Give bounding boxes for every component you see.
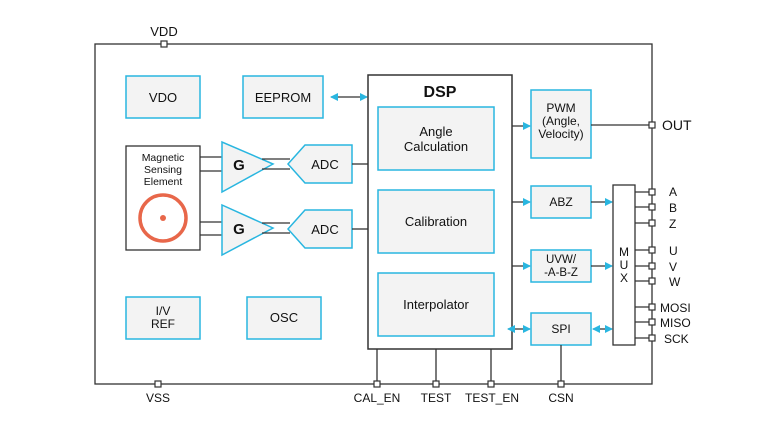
block-vdo xyxy=(125,75,201,119)
pin-label-out: OUT xyxy=(662,117,692,133)
sensor-label-3: Element xyxy=(144,176,183,188)
pin-label-cal-en: CAL_EN xyxy=(354,391,401,405)
block-iv-ref-label-1: I/V xyxy=(156,304,171,318)
block-abz-label: ABZ xyxy=(549,195,572,209)
block-iv-ref xyxy=(125,296,201,340)
pin-label-vdd: VDD xyxy=(150,24,177,39)
pin-label-w: W xyxy=(669,275,681,289)
mux-label-1: M xyxy=(619,245,629,259)
block-interpolator xyxy=(377,272,495,337)
pin-label-v: V xyxy=(669,260,677,274)
pin-label-csn: CSN xyxy=(548,391,573,405)
pwm-label-3: Velocity) xyxy=(538,127,583,141)
pin-label-u: U xyxy=(669,244,678,258)
block-angle-calculation xyxy=(377,106,495,171)
amplifier-2 xyxy=(221,203,275,257)
pin-label-sck: SCK xyxy=(664,332,689,346)
block-spi xyxy=(530,312,592,346)
pin-label-miso: MISO xyxy=(660,316,691,330)
block-pwm xyxy=(530,89,592,159)
pin-mosi xyxy=(648,303,656,311)
block-sensor xyxy=(125,145,201,251)
angle-calc-label-2: Calculation xyxy=(404,139,468,154)
block-adc-2-label: ADC xyxy=(311,222,338,237)
pin-a xyxy=(648,188,656,196)
pin-label-z: Z xyxy=(669,217,676,231)
angle-calc-label-1: Angle xyxy=(419,124,452,139)
uvw-label-2: -A-B-Z xyxy=(544,267,578,279)
block-abz xyxy=(530,185,592,219)
pin-label-test: TEST xyxy=(421,391,452,405)
pin-label-a: A xyxy=(669,185,677,199)
pin-test-en xyxy=(487,380,495,388)
amplifier-2-label: G xyxy=(233,221,245,238)
amplifier-1-label: G xyxy=(233,157,245,174)
pin-u xyxy=(648,246,656,254)
pin-label-mosi: MOSI xyxy=(660,301,691,315)
block-calibration-label: Calibration xyxy=(405,214,467,229)
block-adc-1-label: ADC xyxy=(311,157,338,172)
pwm-label-2: (Angle, xyxy=(542,114,580,128)
block-dsp-label: DSP xyxy=(424,84,457,101)
pin-w xyxy=(648,277,656,285)
block-vdo-label: VDO xyxy=(149,90,177,105)
pin-sck xyxy=(648,334,656,342)
pin-out xyxy=(648,121,656,129)
pin-b xyxy=(648,203,656,211)
pwm-label-1: PWM xyxy=(546,101,575,115)
block-eeprom-label: EEPROM xyxy=(255,90,311,105)
magnetic-field-dot-icon xyxy=(160,215,166,221)
block-uvw xyxy=(530,249,592,283)
block-spi-label: SPI xyxy=(551,322,570,336)
block-calibration xyxy=(377,189,495,254)
block-mux xyxy=(612,184,636,346)
block-eeprom xyxy=(242,75,324,119)
block-iv-ref-label-2: REF xyxy=(151,317,175,331)
pin-cal-en xyxy=(373,380,381,388)
mux-label-3: X xyxy=(620,271,628,285)
block-osc-label: OSC xyxy=(270,310,298,325)
pin-v xyxy=(648,262,656,270)
pin-label-test-en: TEST_EN xyxy=(465,391,519,405)
amplifier-1 xyxy=(221,140,275,194)
pin-vss xyxy=(154,380,162,388)
pin-csn xyxy=(557,380,565,388)
pin-vdd xyxy=(160,40,168,48)
uvw-label-1: UVW/ xyxy=(546,254,577,266)
pin-miso xyxy=(648,318,656,326)
sensor-label-2: Sensing xyxy=(144,164,182,176)
block-interpolator-label: Interpolator xyxy=(403,297,469,312)
pin-test xyxy=(432,380,440,388)
pin-label-b: B xyxy=(669,201,677,215)
mux-label-2: U xyxy=(620,258,629,272)
magnetic-field-icon xyxy=(138,193,188,243)
pin-z xyxy=(648,219,656,227)
sensor-label-1: Magnetic xyxy=(142,152,185,164)
block-osc xyxy=(246,296,322,340)
pin-label-vss: VSS xyxy=(146,391,170,405)
